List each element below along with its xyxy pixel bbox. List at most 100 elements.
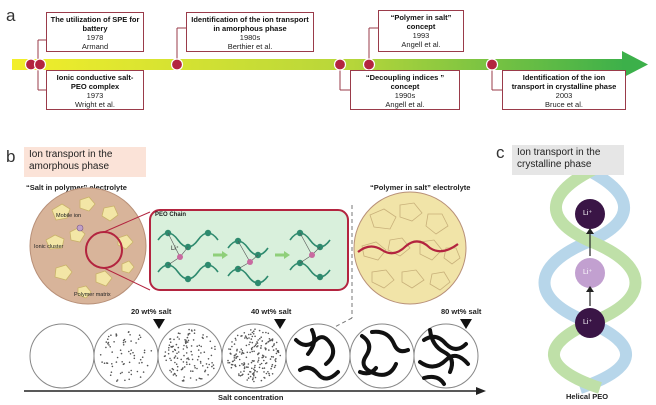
salt-dot: [260, 347, 262, 349]
salt-dot: [271, 363, 274, 366]
salt-dot: [275, 358, 277, 360]
salt-dot: [239, 375, 242, 377]
salt-dot: [261, 340, 264, 342]
salt-dot: [122, 344, 125, 346]
salt-dot: [260, 336, 263, 339]
salt-dot: [243, 370, 245, 373]
salt-dot: [167, 352, 170, 355]
salt-dot: [200, 352, 202, 354]
salt-dot: [185, 340, 187, 343]
salt-dot: [254, 369, 256, 372]
salt-dot: [121, 371, 123, 374]
salt-dot: [128, 361, 131, 364]
salt-dot: [243, 367, 246, 370]
salt-dot: [202, 365, 204, 367]
salt-dot: [123, 363, 125, 365]
salt-dot: [190, 329, 193, 332]
timeline-event-1993: “Polymer in salt” concept 1993 Angell et…: [378, 10, 464, 52]
salt-dot: [248, 337, 250, 339]
salt-dot: [164, 355, 166, 357]
salt-dot: [193, 329, 196, 331]
salt-dot: [113, 341, 115, 343]
salt-dot: [141, 356, 144, 359]
inset-li-label: Li⁺: [171, 246, 179, 252]
salt-dot: [251, 378, 254, 381]
salt-dot: [193, 332, 196, 335]
salt-dot: [196, 345, 198, 348]
salt-dot: [261, 356, 264, 359]
timeline-connectors: [37, 27, 502, 91]
salt-dot: [199, 377, 202, 380]
salt-dot: [111, 363, 113, 365]
salt-dot: [233, 359, 236, 361]
salt-dot: [206, 366, 209, 369]
salt-dot: [133, 357, 136, 360]
salt-dot: [244, 337, 246, 339]
salt-dot: [169, 338, 172, 340]
timeline-markers: [24, 58, 499, 71]
salt-dot: [183, 376, 185, 378]
salt-dot: [187, 334, 189, 336]
concentration-circle-1: [29, 323, 95, 389]
salt-dot: [272, 349, 275, 351]
salt-dot: [179, 332, 181, 335]
salt-dot: [267, 332, 270, 335]
salt-dot: [168, 346, 170, 349]
salt-dot: [142, 371, 145, 373]
salt-dot: [186, 341, 189, 343]
salt-dot: [249, 370, 251, 373]
salt-dot: [184, 339, 186, 341]
salt-dot: [174, 361, 176, 364]
salt-dot: [275, 341, 278, 344]
salt-dot: [128, 331, 130, 333]
salt-dot: [182, 367, 184, 369]
salt-dot: [247, 377, 250, 379]
salt-dot: [212, 364, 215, 366]
salt-dot: [257, 359, 260, 362]
salt-dot: [203, 351, 206, 354]
salt-dot: [188, 363, 191, 366]
timeline-event-1990s: “Decoupling indices ” concept 1990s Ange…: [350, 70, 460, 110]
salt-dot: [116, 356, 119, 359]
timeline-marker-1980s: [170, 58, 184, 71]
salt-dot: [251, 331, 254, 334]
li-ion-top: Li⁺: [583, 210, 593, 217]
salt-dot: [204, 370, 206, 373]
salt-dot: [258, 357, 260, 359]
salt-dot: [258, 366, 261, 369]
salt-dot: [174, 355, 177, 357]
salt-dot: [273, 344, 275, 347]
salt-dot: [211, 362, 213, 364]
salt-dot: [128, 371, 130, 374]
salt-dot: [264, 347, 266, 349]
salt-dot: [265, 342, 268, 345]
salt-dot: [227, 359, 229, 362]
salt-dot: [247, 373, 250, 376]
salt-dot: [254, 364, 256, 367]
salt-dot: [186, 346, 188, 349]
salt-dot: [190, 350, 192, 353]
salt-dot: [177, 346, 180, 349]
salt-dot: [243, 366, 246, 368]
salt-dot: [167, 349, 170, 351]
salt-dot: [191, 358, 194, 361]
salt-dot: [256, 342, 259, 344]
salt-dot: [256, 341, 258, 343]
salt-dot: [175, 374, 178, 377]
salt-dot: [276, 349, 279, 352]
salt-dot: [109, 374, 112, 377]
salt-dot: [165, 359, 167, 362]
salt-dot: [99, 354, 102, 356]
salt-dot: [240, 335, 242, 337]
salt-dot: [199, 362, 202, 364]
panel-b-letter: b: [6, 147, 16, 166]
salt-dot: [173, 357, 176, 359]
salt-dot: [247, 363, 250, 365]
salt-dot: [265, 372, 268, 375]
salt-dot: [170, 346, 172, 348]
salt-dot: [274, 360, 277, 363]
salt-dot: [135, 342, 137, 344]
salt-dot: [209, 340, 212, 343]
salt-dot: [119, 372, 122, 375]
panel-c-header: Ion transport in the crystalline phase: [512, 145, 624, 175]
